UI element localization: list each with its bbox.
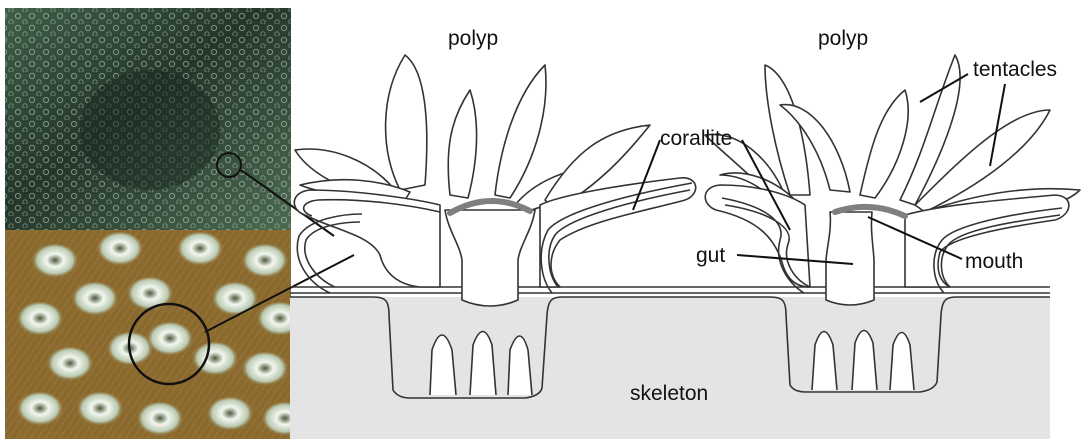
polyp-body [705, 185, 810, 287]
label-polyp-left: polyp [448, 27, 498, 50]
polyp-spot [241, 244, 289, 280]
label-gut: gut [696, 244, 725, 267]
polyp-spot [206, 397, 254, 433]
photo-polyps-brown [5, 230, 309, 439]
polyp-spot [176, 232, 224, 268]
tentacle [495, 65, 546, 198]
polyp-spot [241, 352, 289, 388]
polyp-right [705, 55, 1080, 305]
polyp-spot [71, 282, 119, 318]
polyp-spot [16, 302, 64, 338]
photo-colony-green [5, 8, 291, 230]
polyp-spot [136, 402, 184, 438]
label-polyp-right: polyp [818, 27, 868, 50]
label-corallite: corallite [660, 127, 732, 150]
coral-photo-panel [5, 8, 309, 439]
polyp-left [294, 55, 695, 306]
polyp-spot [16, 392, 64, 428]
polyp-spot [146, 322, 194, 358]
label-tentacles: tentacles [973, 58, 1057, 81]
polyp-spot [96, 232, 144, 268]
tentacle [860, 90, 908, 198]
polyp-body [294, 190, 440, 287]
label-mouth: mouth [965, 250, 1023, 273]
polyp-spot [46, 347, 94, 383]
tentacle [386, 55, 427, 190]
tentacle [448, 90, 476, 198]
septa-left [430, 332, 532, 396]
polyp-spot [211, 282, 259, 318]
tissue-layer [290, 287, 1050, 293]
polyp-column [826, 212, 874, 305]
polyp-spot [31, 244, 79, 280]
polyp-column [445, 210, 535, 306]
label-skeleton: skeleton [630, 382, 708, 405]
septa-right [812, 331, 914, 391]
polyp-spot [76, 392, 124, 428]
polyp-body [905, 195, 1069, 287]
